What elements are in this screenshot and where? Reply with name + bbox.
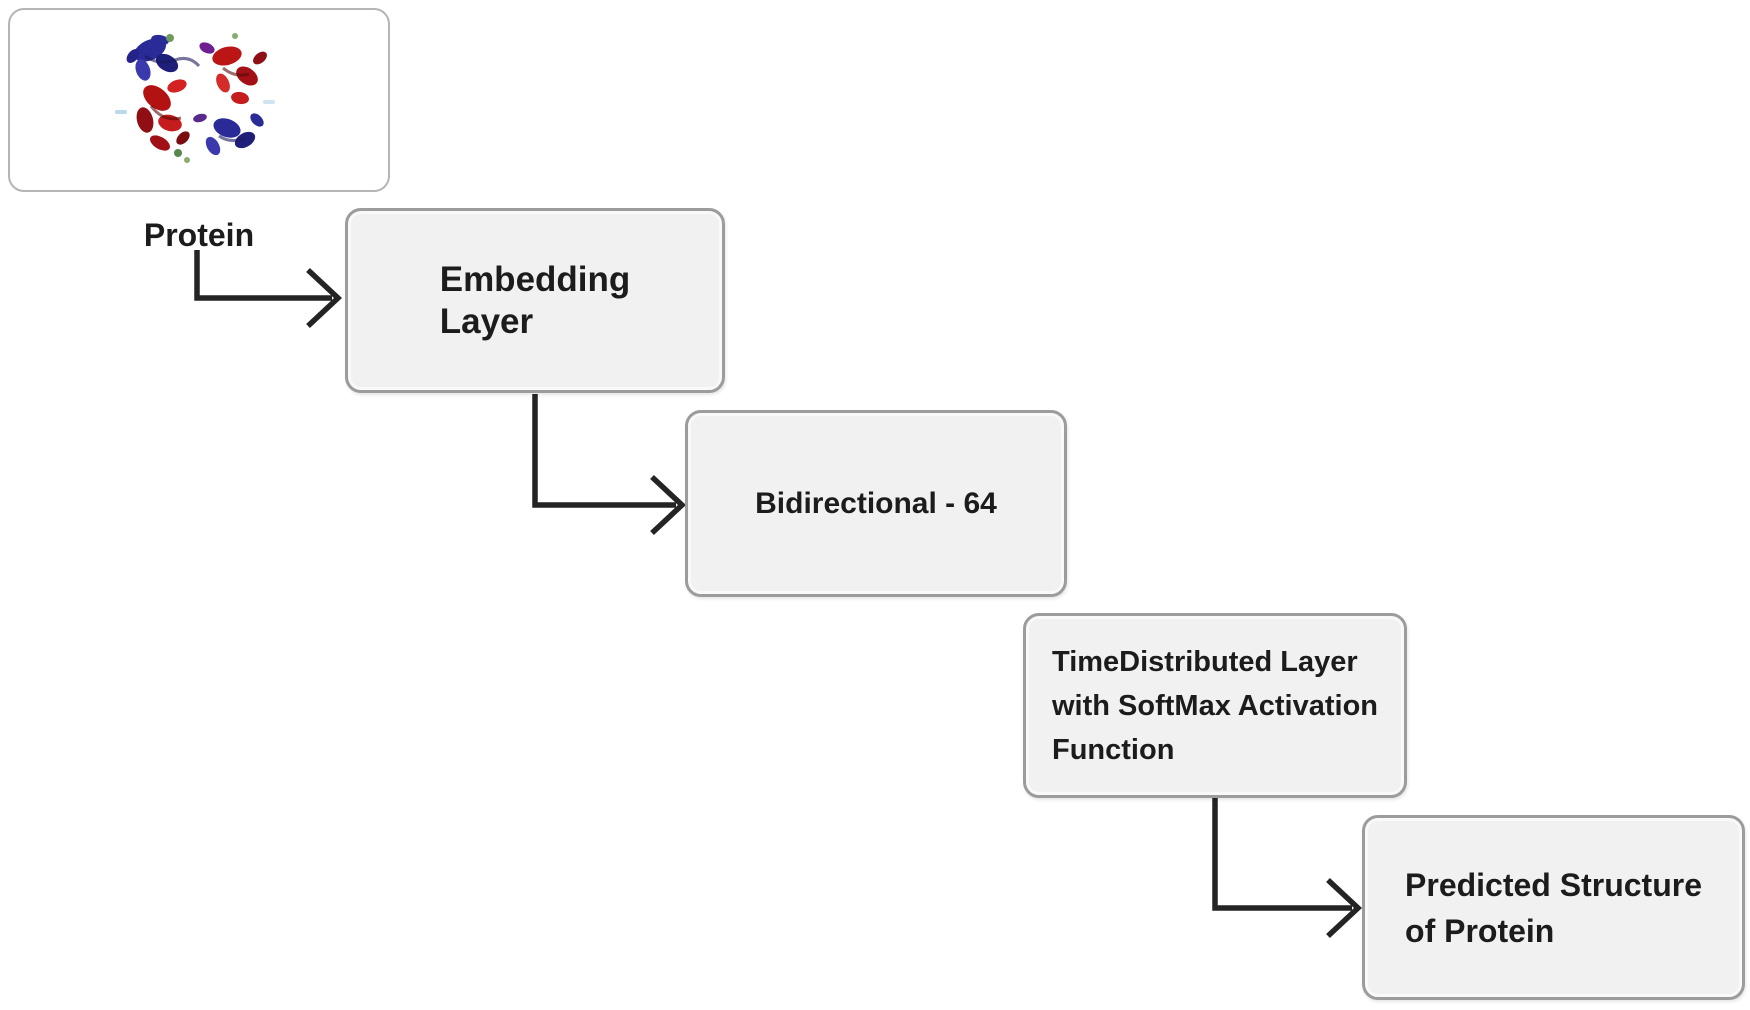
label-line: Function (1052, 733, 1175, 766)
node-embedding-layer: Embedding Layer (345, 208, 725, 393)
label-line: Layer (439, 301, 534, 341)
protein-image-box (8, 8, 390, 192)
protein-structure-image (115, 33, 275, 163)
node-timedistributed-label: TimeDistributed Layer with SoftMax Activ… (1052, 640, 1378, 772)
node-predicted-label: Predicted Structure of Protein (1405, 862, 1702, 954)
arrow-embedding-to-bidirectional (532, 394, 676, 508)
node-embedding-label: Embedding Layer (440, 259, 631, 343)
arrowhead-embedding-to-bidirectional-icon (650, 474, 687, 536)
arrowhead-timedistributed-to-predicted-icon (1326, 877, 1363, 939)
node-predicted-structure: Predicted Structure of Protein (1362, 815, 1745, 1000)
arrow-timedistributed-to-predicted (1212, 797, 1352, 911)
node-bidirectional-64: Bidirectional - 64 (685, 410, 1067, 597)
label-line: Bidirectional - 64 (755, 486, 997, 520)
label-line: of Protein (1405, 912, 1555, 949)
label-line: with SoftMax Activation (1052, 689, 1378, 722)
label-line: Embedding (439, 259, 631, 299)
arrow-protein-to-embedding (194, 250, 332, 301)
node-timedistributed-softmax: TimeDistributed Layer with SoftMax Activ… (1023, 613, 1407, 798)
protein-label: Protein (143, 217, 255, 253)
label-line: TimeDistributed Layer (1052, 645, 1358, 678)
node-bidirectional-label: Bidirectional - 64 (755, 486, 997, 522)
arrowhead-protein-to-embedding-icon (306, 267, 343, 329)
label-line: Predicted Structure (1405, 866, 1702, 903)
